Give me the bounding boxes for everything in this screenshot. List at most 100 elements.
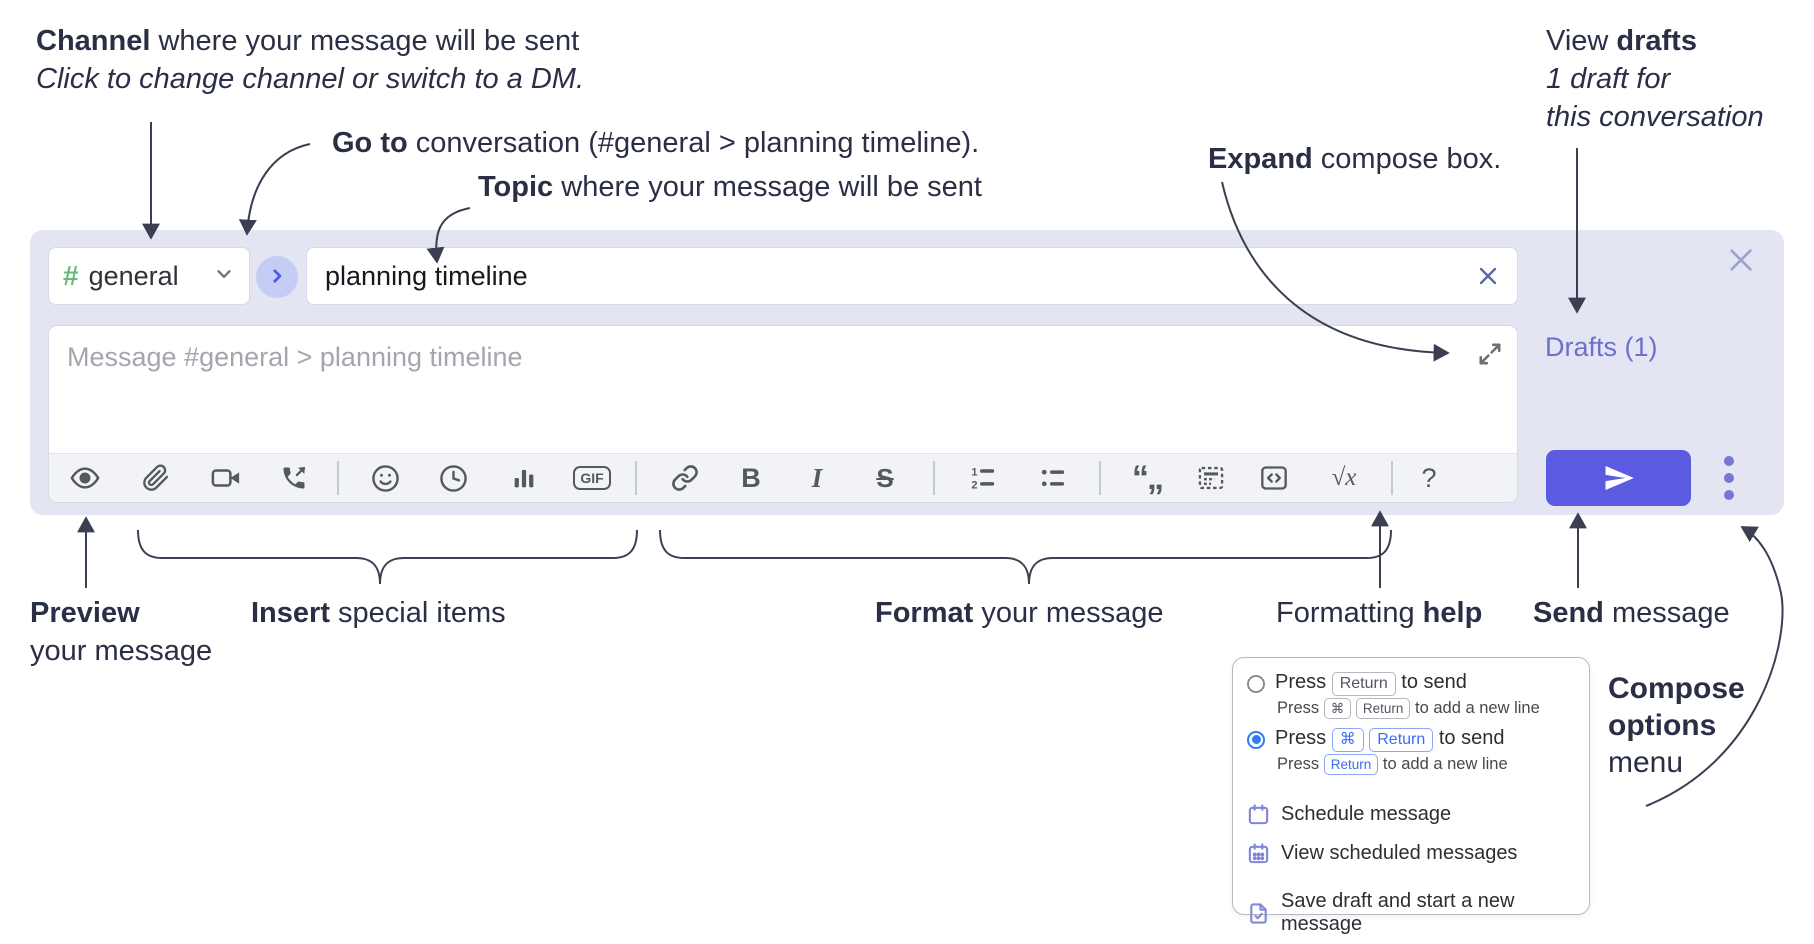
emoji-button[interactable] [363,454,407,502]
drafts-link[interactable]: Drafts (1) [1545,332,1658,362]
channel-selector[interactable]: # general [48,247,250,305]
preview-annotation: Preview your message [30,597,213,667]
phone-outgoing-icon [283,466,306,489]
video-call-button[interactable] [204,454,248,502]
gif-button[interactable]: GIF [570,454,614,502]
goto-connector [238,143,311,236]
cmd-key-chip: ⌘ [1323,698,1352,719]
ellipsis-icon [1724,456,1734,466]
toolbar-divider [1391,461,1393,495]
menu-option-cmd-enter-to-send-subtext: Press Return to add a new line [1277,754,1508,775]
strikethrough-icon: S [876,462,894,493]
paperclip-icon [143,464,169,491]
expand-annotation: Expand compose box. [1208,143,1502,175]
draft-document-check-icon [1250,902,1267,924]
send-icon [1605,465,1634,491]
bold-button[interactable]: B [729,454,773,502]
compose-options-menu: Press Return to send Press ⌘ Return to a… [1232,657,1590,935]
close-icon [1730,249,1752,271]
math-icon: √x [1331,464,1357,491]
format-brace [659,529,1392,585]
close-compose-button[interactable] [1724,244,1758,278]
svg-text:1: 1 [971,467,977,479]
numbered-list-icon: 12 [971,467,995,492]
bulleted-list-icon [1041,469,1065,487]
goto-annotation: Go to conversation (#general > planning … [332,127,980,159]
send-shortcut-options: Press Return to send Press ⌘ Return to a… [1233,658,1589,791]
clock-icon [439,464,467,492]
bold-icon: B [741,462,761,493]
question-mark-icon: ? [1421,462,1437,493]
format-annotation: Format your message [875,597,1164,629]
quote-button[interactable]: “„ [1125,454,1169,502]
link-button[interactable] [663,454,707,502]
insert-annotation: Insert special items [251,597,506,629]
chevron-down-icon [213,263,235,290]
compose-options-annotation: Compose options menu [1608,672,1745,779]
toolbar-divider [1099,461,1101,495]
toolbar-divider [933,461,935,495]
expand-compose-button[interactable] [1475,340,1505,370]
italic-button[interactable]: I [795,454,839,502]
menu-option-cmd-enter-to-send[interactable]: Press ⌘ Return to send [1247,727,1575,752]
voice-call-button[interactable] [272,454,316,502]
attach-file-button[interactable] [134,454,178,502]
message-formatting-help-button[interactable]: ? [1407,454,1451,502]
code-icon [1261,466,1287,490]
menu-option-enter-to-send[interactable]: Press Return to send [1247,671,1575,696]
spoiler-icon [1198,466,1224,490]
insert-brace [137,529,638,585]
topic-field [306,247,1518,305]
menu-option-enter-to-send-subtext: Press ⌘ Return to add a new line [1277,698,1540,719]
global-time-button[interactable] [431,454,475,502]
strikethrough-button[interactable]: S [863,454,907,502]
svg-text:2: 2 [971,480,977,492]
return-key-chip: Return [1355,698,1411,719]
channel-hash-icon: # [63,260,79,291]
return-key-chip: Return [1323,754,1379,775]
go-to-conversation-button[interactable] [256,256,298,298]
smiley-icon [371,464,399,492]
cmd-key-chip: ⌘ [1331,728,1364,752]
return-key-chip: Return [1369,728,1434,752]
italic-icon: I [811,462,823,493]
radio-unselected-icon[interactable] [1247,674,1265,693]
formatting-help-annotation: Formatting help [1276,597,1483,629]
spoiler-button[interactable] [1189,454,1233,502]
channel-annotation-line2: Click to change channel or switch to a D… [36,63,585,95]
menu-item-save-draft[interactable]: Save draft and start a new message [1233,882,1589,944]
message-input[interactable] [49,326,1517,454]
compose-options-menu-button[interactable] [1710,450,1748,506]
return-key-chip: Return [1331,672,1396,696]
send-button[interactable] [1546,450,1691,506]
topic-annotation: Topic where your message will be sent [478,171,982,203]
compose-box: # general [30,230,1784,515]
preview-button[interactable] [63,454,107,502]
bulleted-list-button[interactable] [1031,454,1075,502]
radio-selected-icon[interactable] [1247,730,1265,749]
chevron-right-icon [268,267,286,288]
menu-item-view-scheduled-messages[interactable]: View scheduled messages [1233,834,1589,873]
menu-item-schedule-message[interactable]: Schedule message [1233,795,1589,834]
toolbar-divider [337,461,339,495]
topic-input[interactable] [307,248,1517,304]
expand-icon [1479,342,1501,365]
bar-chart-icon [514,469,534,488]
math-button[interactable]: √x [1322,454,1366,502]
link-icon [672,465,698,491]
channel-annotation: Channel where your message will be sent … [36,22,584,98]
video-camera-icon [211,469,240,487]
channel-annotation-bold: Channel [36,25,151,57]
toolbar-divider [635,461,637,495]
view-drafts-annotation: View drafts 1 draft for this conversatio… [1546,25,1764,133]
code-button[interactable] [1252,454,1296,502]
calendar-icon [1248,804,1269,825]
poll-button[interactable] [502,454,546,502]
send-annotation: Send message [1533,597,1730,629]
quote-icon: “„ [1132,459,1164,497]
message-compose-area: GIF B I S 12 [48,325,1518,503]
clear-topic-button[interactable] [1473,262,1503,292]
